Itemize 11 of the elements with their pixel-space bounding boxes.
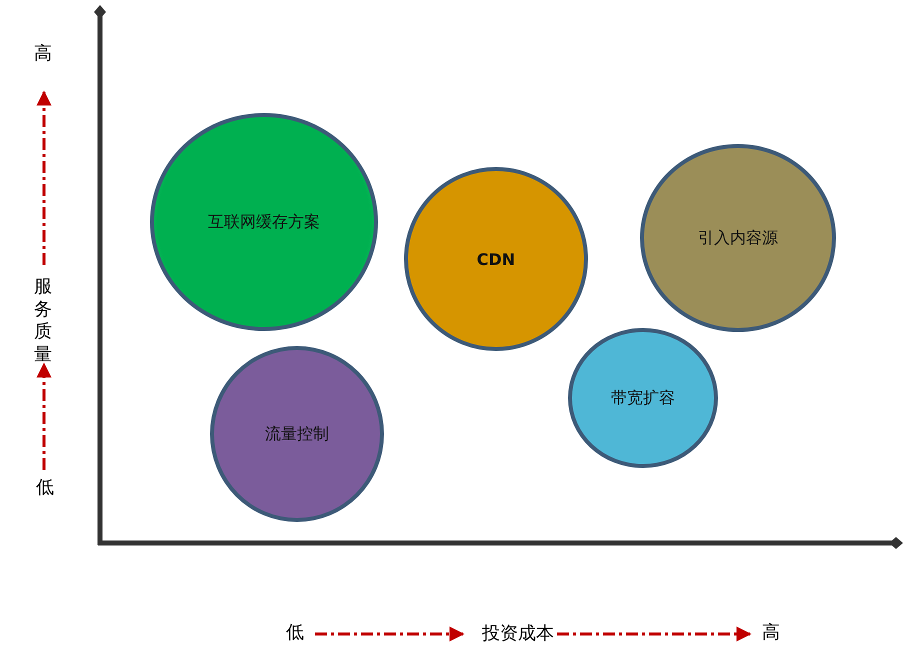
axis-title: 服务质量 xyxy=(34,276,53,366)
axis-end-label: 低 xyxy=(286,623,304,643)
axis-end-label: 低 xyxy=(36,478,54,498)
bubble-label: CDN xyxy=(476,250,516,268)
bubble-label: 引入内容源 xyxy=(698,228,778,248)
bubble-label: 互联网缓存方案 xyxy=(208,212,320,232)
bubble-label: 带宽扩容 xyxy=(611,388,675,408)
bubble-label: 流量控制 xyxy=(265,424,329,444)
axis-end-label: 高 xyxy=(34,44,52,64)
axis-end-label: 高 xyxy=(762,623,780,643)
axis-title: 投资成本 xyxy=(482,624,554,644)
